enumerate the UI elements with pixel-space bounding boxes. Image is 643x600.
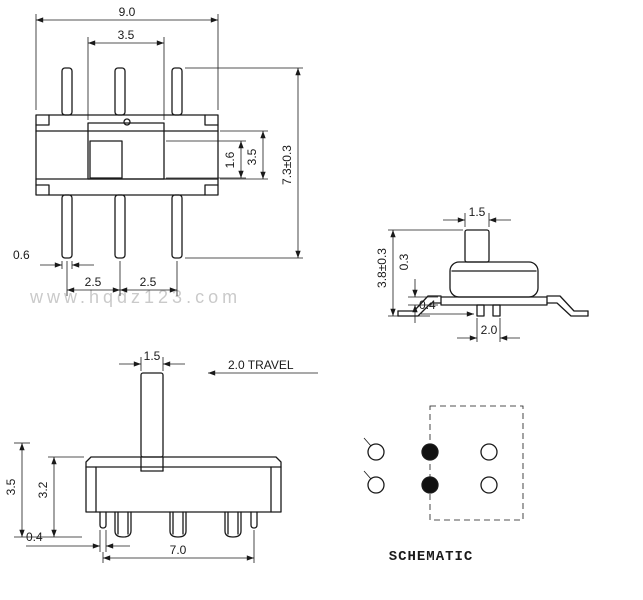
terminal-open [367, 476, 385, 494]
terminal-lead [363, 470, 372, 480]
schematic-boundary [429, 405, 524, 521]
terminal-common [421, 476, 439, 494]
dim-overall-width: 9.0 [119, 5, 136, 19]
dim-pin-pitch-2: 2.5 [140, 275, 157, 289]
side-view: 1.5 3.8±0.3 0.3 0.4 2.0 [375, 205, 589, 342]
terminal-common [421, 443, 439, 461]
top-view-dimension-lines [35, 14, 303, 296]
dim-travel: 2.0 TRAVEL [228, 358, 294, 372]
top-view: 9.0 3.5 1.6 3.5 7.3±0.3 0.6 2.5 2.5 [13, 5, 303, 296]
top-view-outline [35, 67, 219, 259]
dim-slider-width: 3.5 [118, 28, 135, 42]
terminal-open [480, 443, 498, 461]
side-view-dimension-lines [388, 213, 520, 342]
schematic-title: SCHEMATIC [389, 549, 474, 565]
front-view-outline [85, 372, 282, 538]
dim-knob-width: 1.5 [469, 205, 486, 219]
dim-overall-length: 7.3±0.3 [280, 145, 294, 185]
front-view: 1.5 2.0 TRAVEL 3.5 3.2 0.4 7.0 [4, 349, 318, 563]
terminal-open [480, 476, 498, 494]
front-view-labels: 1.5 2.0 TRAVEL 3.5 3.2 0.4 7.0 [4, 349, 294, 557]
dim-pin-span: 7.0 [170, 543, 187, 557]
terminal-lead [363, 437, 372, 447]
dim-pin-span: 2.0 [481, 323, 498, 337]
dim-pin-width: 0.6 [13, 248, 30, 262]
side-view-labels: 1.5 3.8±0.3 0.3 0.4 2.0 [375, 205, 498, 337]
dim-overall-height: 3.8±0.3 [375, 248, 389, 288]
dim-base-thickness: 0.3 [397, 253, 411, 270]
dim-overall-height: 3.5 [4, 478, 18, 495]
dim-body-height: 3.2 [36, 481, 50, 498]
dim-pin-width: 0.4 [26, 530, 43, 544]
front-view-dimension-lines [14, 357, 318, 563]
schematic-terminals [363, 437, 498, 494]
terminal-open [367, 443, 385, 461]
top-view-labels: 9.0 3.5 1.6 3.5 7.3±0.3 0.6 2.5 2.5 [13, 5, 294, 289]
side-view-outline [397, 229, 589, 317]
dim-slot-width: 1.6 [223, 151, 237, 168]
watermark-text: www.hqdz123.com [29, 287, 241, 307]
dim-knob-width: 1.5 [144, 349, 161, 363]
schematic: SCHEMATIC [363, 405, 524, 565]
dim-pin-width: 0.4 [419, 298, 436, 312]
dim-slot-length: 3.5 [245, 148, 259, 165]
dim-pin-pitch-1: 2.5 [85, 275, 102, 289]
